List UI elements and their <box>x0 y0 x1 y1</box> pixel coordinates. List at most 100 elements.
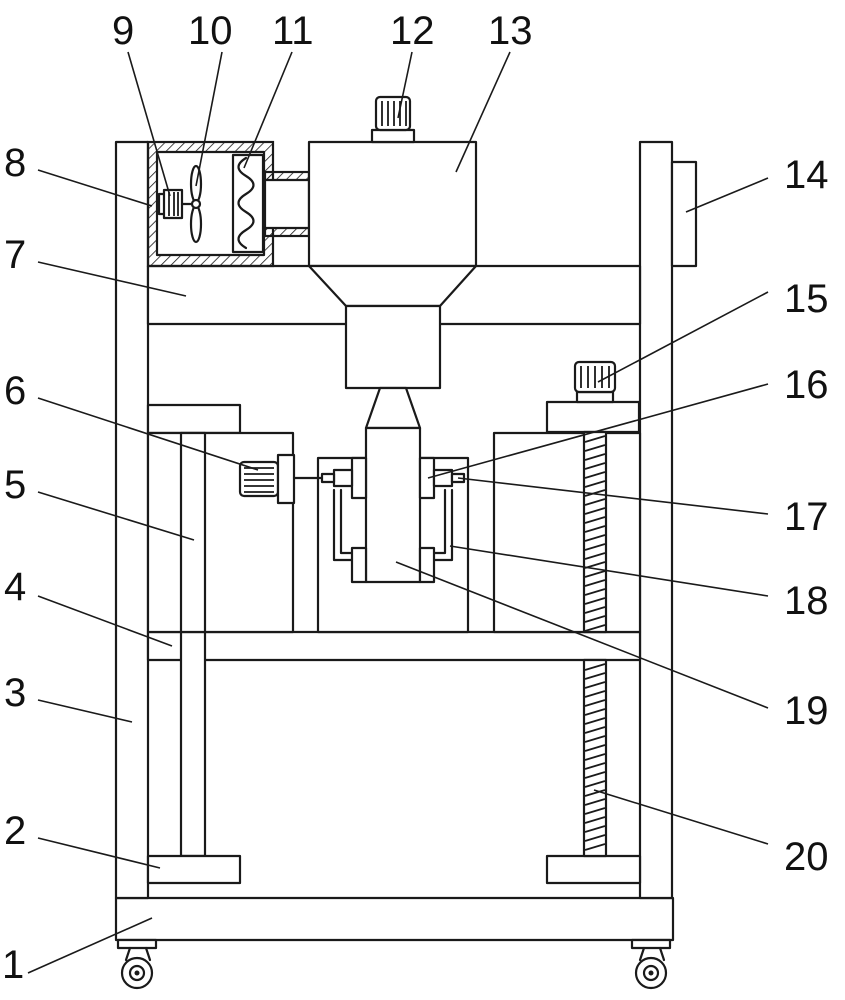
screw-thread <box>584 735 606 743</box>
duct-inner <box>263 178 311 230</box>
left-bearing <box>332 468 354 488</box>
left-top-plate <box>146 403 242 435</box>
screw-thread <box>584 543 606 551</box>
screw-thread <box>584 753 606 761</box>
casters <box>116 938 672 990</box>
left-caster-mount <box>116 938 158 950</box>
screw-thread <box>584 498 606 506</box>
screw-thread <box>584 462 606 470</box>
right-bottom-block <box>545 854 642 885</box>
right-screw-assembly <box>492 360 642 885</box>
label-16: 16 <box>784 363 829 407</box>
left-lower-block <box>350 546 368 584</box>
label-15: 15 <box>784 277 829 321</box>
screw-threads <box>584 435 606 851</box>
screw-thread <box>584 588 606 596</box>
screw-thread <box>584 480 606 488</box>
screw-thread <box>584 789 606 797</box>
label-12: 12 <box>390 9 435 53</box>
fan-blade-bottom <box>189 204 203 244</box>
screw-thread <box>584 570 606 578</box>
motor-15-base <box>575 390 615 404</box>
screw-thread <box>584 699 606 707</box>
screw-thread <box>584 579 606 587</box>
screw-thread <box>584 444 606 452</box>
base-plate <box>114 896 675 942</box>
screw-thread <box>584 816 606 824</box>
screw-thread <box>584 624 606 632</box>
label-19: 19 <box>784 689 829 733</box>
screw-thread <box>584 552 606 560</box>
screw-thread <box>584 834 606 842</box>
label-14: 14 <box>784 153 829 197</box>
screw-thread <box>584 516 606 524</box>
label-17: 17 <box>784 495 829 539</box>
screw-lower <box>582 658 608 858</box>
motor-6-flange <box>276 453 296 505</box>
screw-thread <box>584 708 606 716</box>
label-1: 1 <box>2 943 24 987</box>
right-pivot-block <box>418 456 436 500</box>
label-9: 9 <box>112 9 134 53</box>
screw-thread <box>584 672 606 680</box>
screw-thread <box>584 435 606 443</box>
cylinder-body <box>364 426 422 584</box>
screw-thread <box>584 681 606 689</box>
screw-thread <box>584 525 606 533</box>
control-box <box>670 160 698 268</box>
screw-thread <box>584 534 606 542</box>
label-4: 4 <box>4 565 26 609</box>
mixing-cylinder <box>320 386 466 584</box>
left-rod-inner <box>179 431 207 634</box>
label-11: 11 <box>272 9 314 53</box>
leader-lines <box>27 51 769 974</box>
screw-thread <box>584 507 606 515</box>
screw-thread <box>584 489 606 497</box>
screw-thread <box>584 606 606 614</box>
screw-thread <box>584 471 606 479</box>
screw-thread <box>584 762 606 770</box>
label-2: 2 <box>4 809 26 853</box>
fan-motor <box>162 188 184 220</box>
motor-12-base <box>370 128 416 144</box>
callout-labels: 1 2 3 4 5 6 7 8 9 10 11 12 13 14 15 16 1… <box>2 9 829 987</box>
label-18: 18 <box>784 579 829 623</box>
screw-thread <box>584 690 606 698</box>
hopper-body <box>307 140 478 268</box>
screw-thread <box>584 843 606 851</box>
left-pivot-block <box>350 456 368 500</box>
screw-thread <box>584 615 606 623</box>
label-6: 6 <box>4 369 26 413</box>
screw-thread <box>584 771 606 779</box>
motor-6 <box>238 453 324 505</box>
label-20: 20 <box>784 835 829 879</box>
label-8: 8 <box>4 141 26 185</box>
left-upright <box>114 140 150 900</box>
label-7: 7 <box>4 233 26 277</box>
right-upright <box>638 140 674 900</box>
label-10: 10 <box>188 9 233 53</box>
label-5: 5 <box>4 463 26 507</box>
screw-thread <box>584 744 606 752</box>
frame <box>114 140 698 942</box>
hopper-outlet <box>344 304 442 390</box>
screw-thread <box>584 663 606 671</box>
screw-thread <box>584 453 606 461</box>
screw-thread <box>584 825 606 833</box>
right-housing <box>492 431 642 634</box>
screw-thread <box>584 717 606 725</box>
label-3: 3 <box>4 671 26 715</box>
cylinder-neck <box>364 386 422 430</box>
screw-thread <box>584 807 606 815</box>
right-top-plate <box>545 400 641 434</box>
middle-shelf <box>146 630 642 662</box>
right-caster-mount <box>630 938 672 950</box>
fan-box <box>146 140 311 268</box>
screw-thread <box>584 597 606 605</box>
screw-thread <box>584 780 606 788</box>
screw-thread <box>584 726 606 734</box>
left-guide-assembly <box>146 403 295 885</box>
label-13: 13 <box>488 9 533 53</box>
filter-mesh <box>237 156 255 250</box>
